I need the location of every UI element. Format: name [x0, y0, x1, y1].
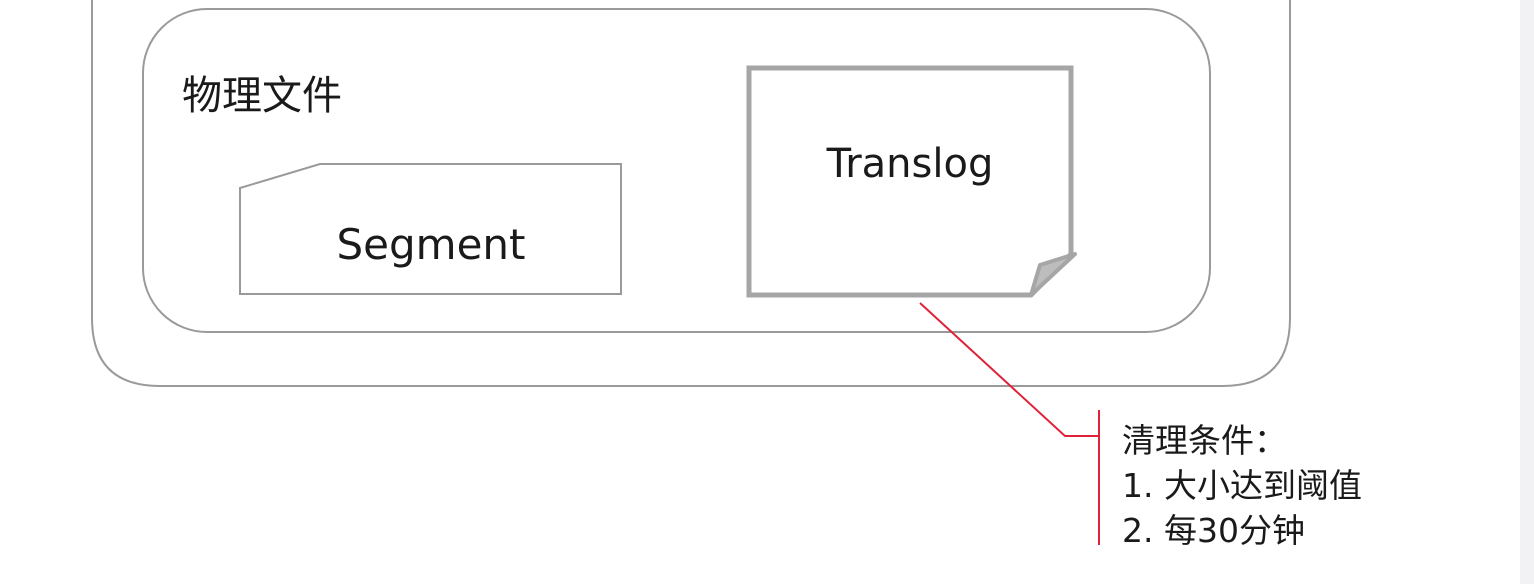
cleanup-conditions-note: 清理条件： 1. 大小达到阈值 2. 每30分钟	[1122, 418, 1362, 553]
translog-fold-icon	[1029, 252, 1077, 297]
segment-box	[239, 163, 622, 295]
scroll-gutter	[1520, 0, 1534, 584]
note-item-every-30-min: 2. 每30分钟	[1122, 511, 1305, 550]
segment-label: Segment	[336, 220, 526, 269]
callout-connector	[919, 302, 1099, 437]
outer-container	[91, 0, 1291, 387]
note-title: 清理条件：	[1122, 421, 1287, 460]
note-item-size-threshold: 1. 大小达到阈值	[1122, 466, 1362, 505]
translog-label: Translog	[826, 141, 994, 187]
physical-files-group	[142, 8, 1211, 333]
physical-files-title: 物理文件	[182, 73, 342, 119]
